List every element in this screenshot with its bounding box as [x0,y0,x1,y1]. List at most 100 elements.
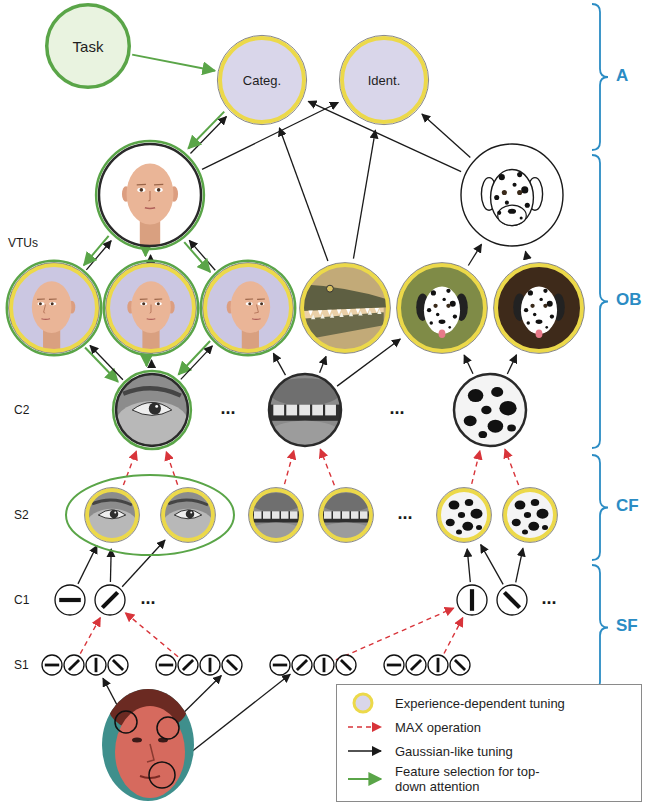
eye-patch-image [174,510,202,519]
unit-ring [161,488,216,543]
dalmatian-image [543,289,547,293]
orientation-filter [227,660,237,670]
orientation-filter [455,660,465,670]
spots-patch-image [515,501,526,510]
dog-outline-image [525,203,530,208]
dalmatian-image [527,321,530,324]
dalmatian-image [436,313,439,316]
gaussian-arrow [150,255,151,258]
unit-ring [7,261,101,355]
orientation-filter [450,655,470,675]
gaussian-arrow [122,540,165,587]
unit-ring [505,490,555,540]
legend-swatch [345,740,385,762]
gaussian-arrow [353,130,375,258]
face-image [254,305,258,314]
eye-patch-image [190,512,192,514]
orientation-filter [457,585,487,615]
unit-ring [300,263,391,354]
ellipsis: ... [397,503,412,525]
dalmatian-image [399,265,485,351]
orientation-filter [470,589,474,611]
face-image [157,188,161,192]
crocodile-image [327,285,334,292]
node-shape-rim [217,35,306,124]
legend-text: Gaussian-like tuning [395,744,633,759]
spots-patch-image [488,420,504,433]
ellipsis: ... [140,588,155,610]
unit-ring [251,490,301,540]
orientation-filter [341,660,351,670]
legend-swatch [345,692,385,714]
unit-ring [300,263,391,354]
orientation-filter [86,655,106,675]
dog-outline-image [508,209,516,214]
legend-text: MAX operation [395,720,633,735]
orientation-filter [457,585,487,615]
max-arrow [123,451,136,485]
attention-arrow [184,242,210,272]
eye-patch-image [116,374,188,446]
dalmatian-image [442,298,445,301]
receptive-field-circle [149,762,175,788]
orientation-filter [314,655,334,675]
spots-patch-image [481,406,491,415]
face-image [137,184,146,186]
spots-patch-image [454,374,526,446]
spots-patch-image [505,490,555,540]
unit-ring [104,261,198,355]
node-text-wrap: Task [45,3,131,89]
gaussian-arrow [467,549,470,582]
eye-patch-image [98,510,126,519]
orientation-filter [270,655,290,675]
teeth-patch-image [360,511,368,519]
orientation-filter [69,660,79,670]
orientation-filter [95,585,125,615]
face-image [258,302,265,305]
crocodile-image [330,313,334,318]
orientation-filter [387,664,401,667]
spots-patch-image [446,519,455,527]
orientation-filter [64,655,84,675]
face-image [38,302,45,305]
crocodile-image [302,265,388,351]
dalmatian-image [430,321,433,324]
teeth-patch-image [342,511,350,519]
legend-row: MAX operation [345,716,633,738]
eye-patch-image [87,490,137,540]
layer-label: VTUs [8,236,38,250]
face-image [155,188,163,192]
face-image [252,318,261,320]
unit-ring [454,374,526,446]
unit-ring [113,371,191,449]
orientation-filter [270,655,290,675]
level-bracket [592,4,608,150]
spots-patch-image [458,512,465,518]
orientation-filter [156,655,176,675]
orientation-filter [209,658,212,672]
attention-connector [132,55,215,71]
dog-outline-image [499,174,505,180]
face-image [37,298,45,300]
eye-patch-image [116,374,188,446]
unit-ring [437,488,492,543]
spots-patch-image [449,501,460,510]
spots-patch-image [512,519,521,527]
teeth-patch-image [269,421,341,446]
dalmatian-image [539,298,542,301]
unit-ring [201,261,295,355]
crocodile-image [302,284,388,311]
ellipsis: ... [389,398,404,420]
legend-row: Experience-dependent tuning [345,692,633,714]
gaussian-arrow [181,346,213,380]
unit-ring [203,263,294,354]
dalmatian-image [496,265,582,351]
unit-ring [116,374,188,446]
teeth-patch-image [251,490,301,540]
dalmatian-image [433,304,437,308]
teeth-patch-image [254,511,262,519]
crocodile-image [358,311,362,316]
legend-row: Feature selection for top-down attention [345,764,633,794]
orientation-filter [55,585,85,615]
